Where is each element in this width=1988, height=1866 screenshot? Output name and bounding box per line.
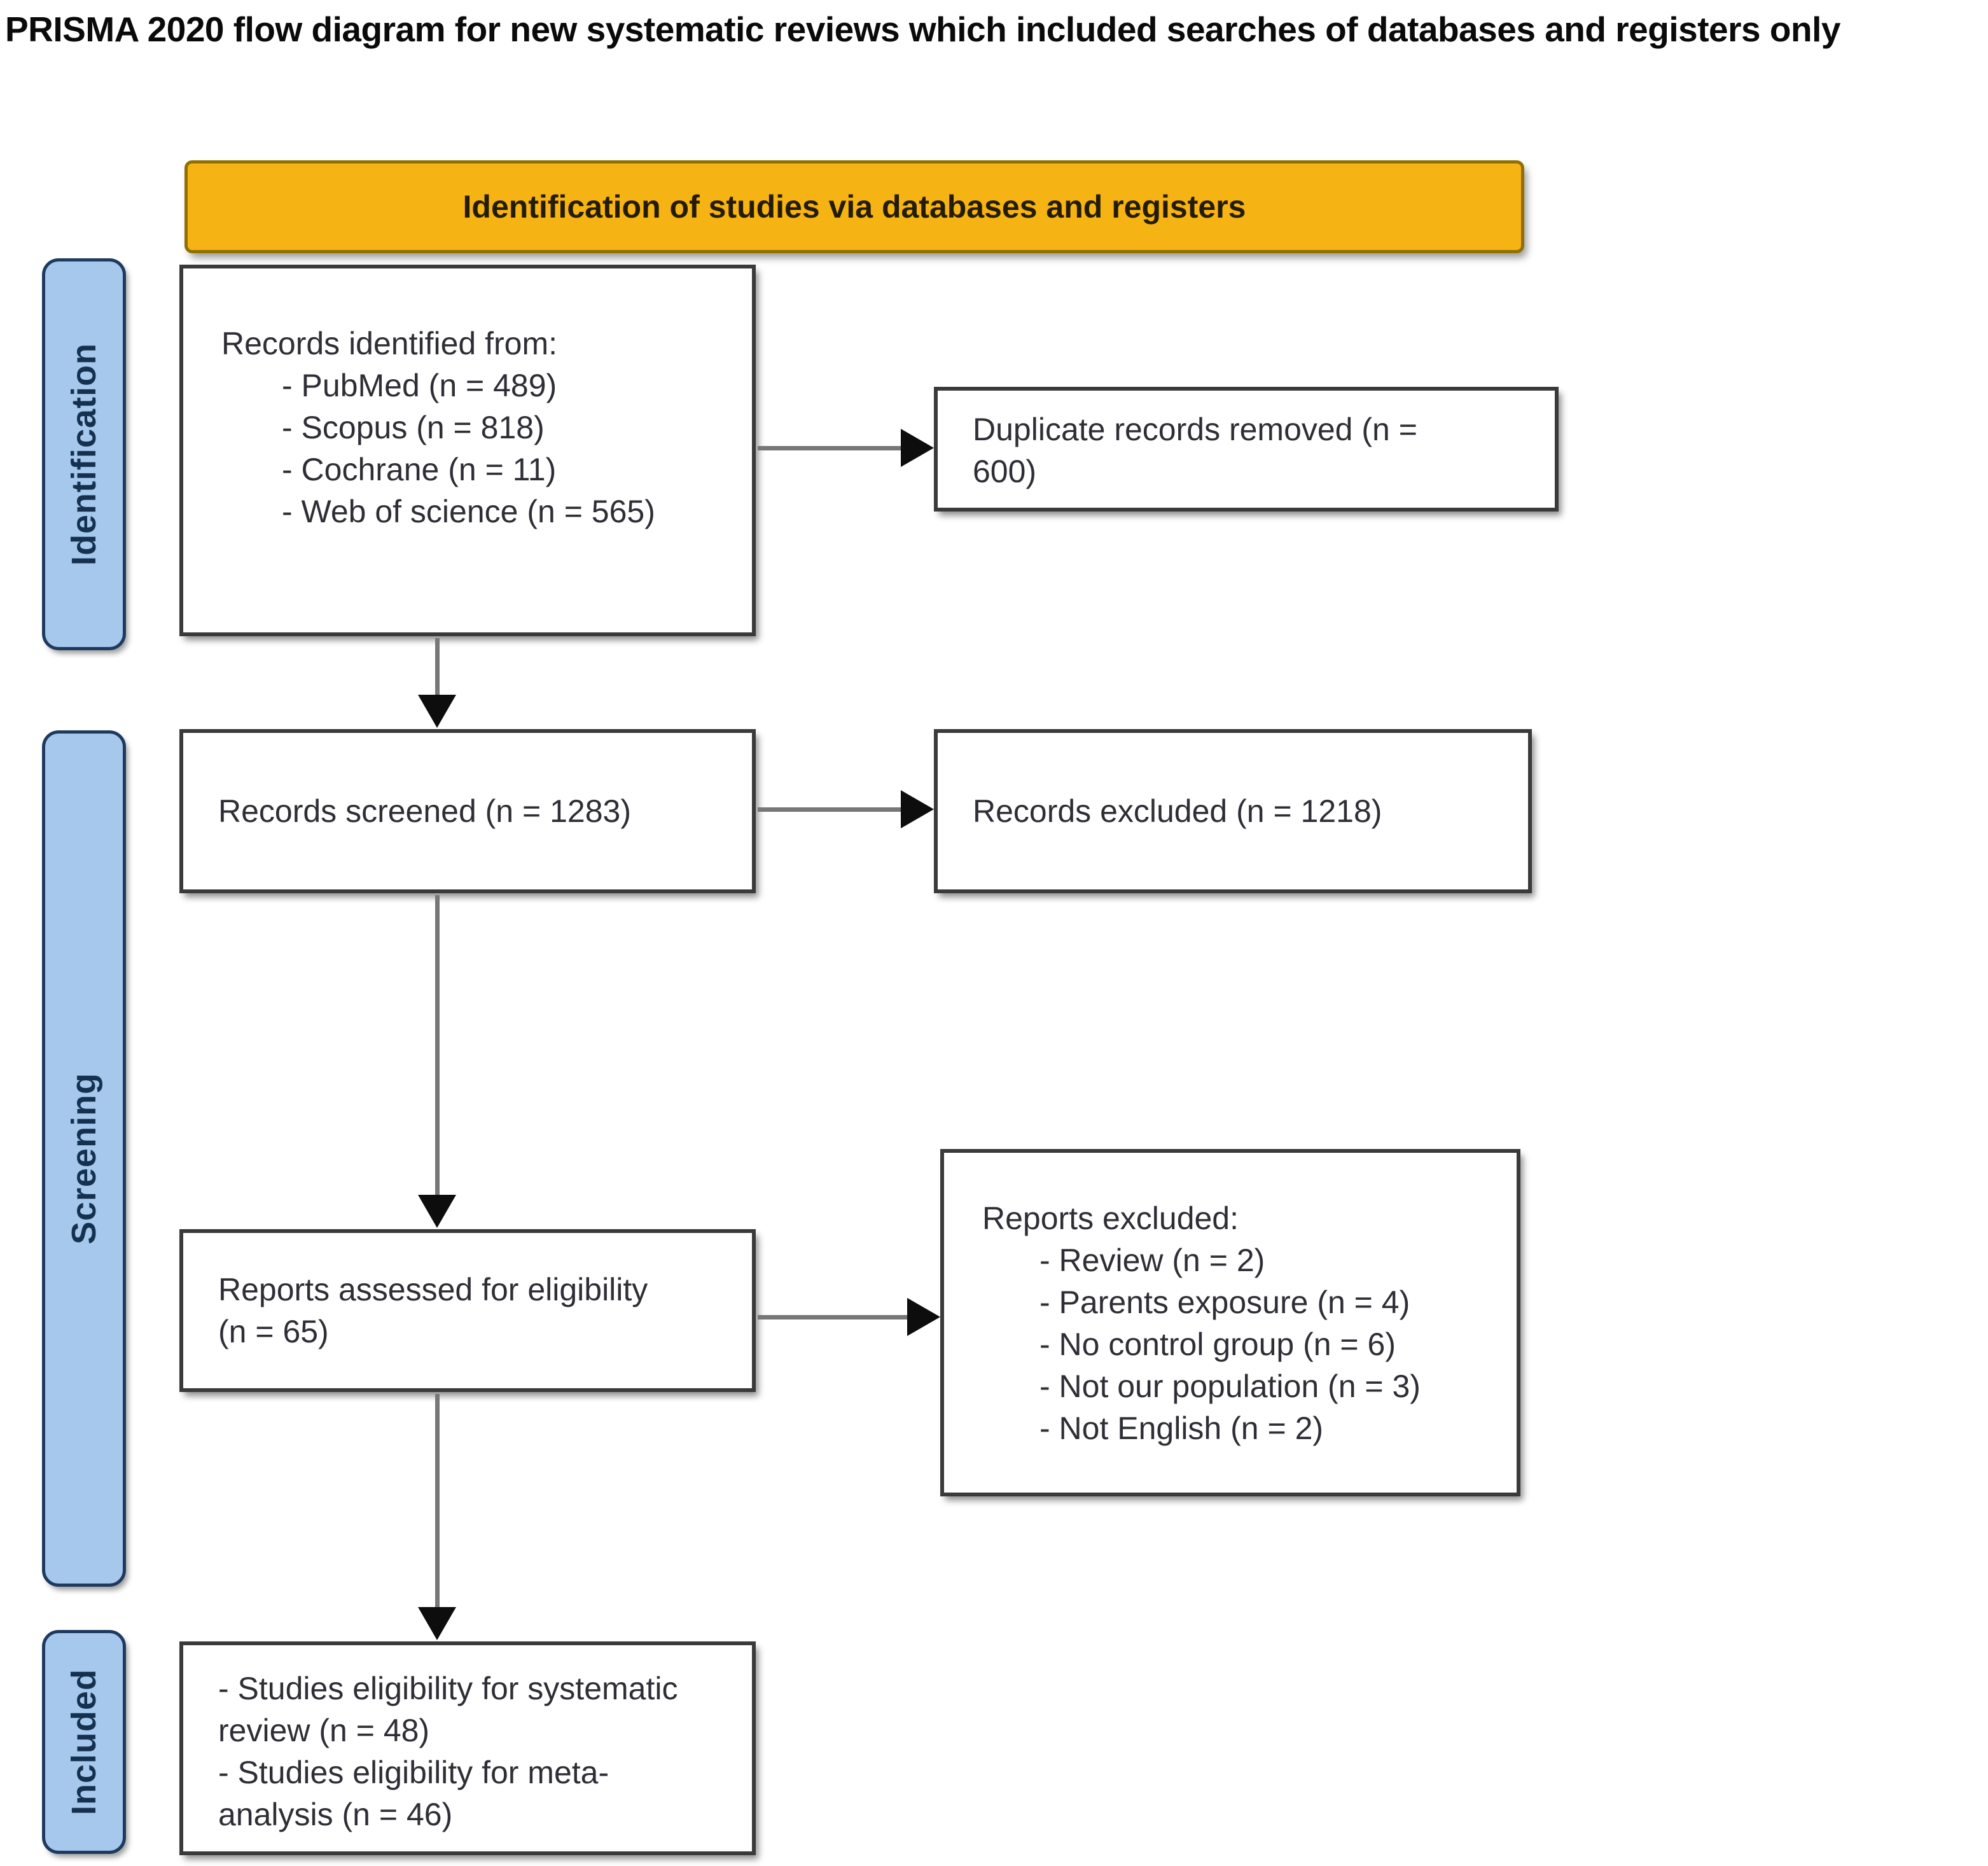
box-records-screened-text: Records screened (n = 1283): [218, 793, 631, 829]
page-title: PRISMA 2020 flow diagram for new systema…: [5, 10, 1840, 49]
identification-banner-label: Identification of studies via databases …: [462, 189, 1246, 225]
records-source-pubmed: - PubMed (n = 489): [282, 368, 557, 403]
excluded-reason-not-english: - Not English (n = 2): [1039, 1410, 1324, 1446]
stage-label-identification-text: Identification: [65, 343, 103, 566]
box-reports-excluded-heading: Reports excluded:: [982, 1201, 1239, 1236]
box-included-studies: - Studies eligibility for systematic rev…: [179, 1641, 756, 1855]
arrow-screened-to-excluded-head: [901, 790, 934, 828]
stage-label-screening: Screening: [42, 730, 126, 1587]
arrow-identified-to-duplicates-head: [901, 429, 934, 467]
box-records-screened: Records screened (n = 1283): [179, 729, 756, 893]
box-records-excluded: Records excluded (n = 1218): [934, 729, 1532, 893]
stage-label-included-text: Included: [65, 1668, 104, 1816]
arrow-screened-to-assessed-head: [418, 1195, 456, 1228]
arrow-assessed-to-reports-excluded-line: [758, 1315, 912, 1319]
excluded-reason-no-control-group: - No control group (n = 6): [1039, 1326, 1396, 1362]
arrow-assessed-to-included-head: [418, 1607, 456, 1640]
box-reports-assessed: Reports assessed for eligibility (n = 65…: [179, 1229, 756, 1392]
box-reports-assessed-text: Reports assessed for eligibility (n = 65…: [218, 1272, 648, 1349]
excluded-reason-parents-exposure: - Parents exposure (n = 4): [1039, 1285, 1410, 1320]
box-duplicates-removed: Duplicate records removed (n = 600): [934, 387, 1559, 512]
box-duplicates-removed-text: Duplicate records removed (n = 600): [973, 412, 1417, 489]
records-source-scopus: - Scopus (n = 818): [282, 410, 545, 445]
stage-label-screening-text: Screening: [65, 1072, 103, 1245]
arrow-identified-to-screened-head: [418, 695, 456, 728]
arrow-screened-to-excluded-line: [758, 807, 904, 812]
arrow-screened-to-assessed-line: [435, 895, 440, 1199]
arrow-identified-to-screened-line: [435, 638, 440, 699]
excluded-reason-review: - Review (n = 2): [1039, 1243, 1265, 1278]
box-records-excluded-text: Records excluded (n = 1218): [973, 793, 1382, 829]
box-records-identified: Records identified from: - PubMed (n = 4…: [179, 265, 756, 636]
excluded-reason-not-our-population: - Not our population (n = 3): [1039, 1368, 1421, 1404]
arrow-assessed-to-included-line: [435, 1394, 440, 1612]
box-records-identified-heading: Records identified from:: [221, 326, 558, 361]
records-source-web-of-science: - Web of science (n = 565): [282, 494, 655, 529]
arrow-assessed-to-reports-excluded-head: [907, 1298, 940, 1336]
stage-label-included: Included: [42, 1630, 126, 1854]
stage-label-identification: Identification: [42, 258, 126, 650]
identification-banner: Identification of studies via databases …: [184, 160, 1524, 253]
included-meta-analysis-text: - Studies eligibility for meta- analysis…: [218, 1755, 609, 1832]
records-source-cochrane: - Cochrane (n = 11): [282, 452, 557, 487]
arrow-identified-to-duplicates-line: [758, 446, 904, 450]
included-systematic-review-text: - Studies eligibility for systematic rev…: [218, 1671, 678, 1748]
box-reports-excluded: Reports excluded: - Review (n = 2) - Par…: [940, 1149, 1520, 1496]
